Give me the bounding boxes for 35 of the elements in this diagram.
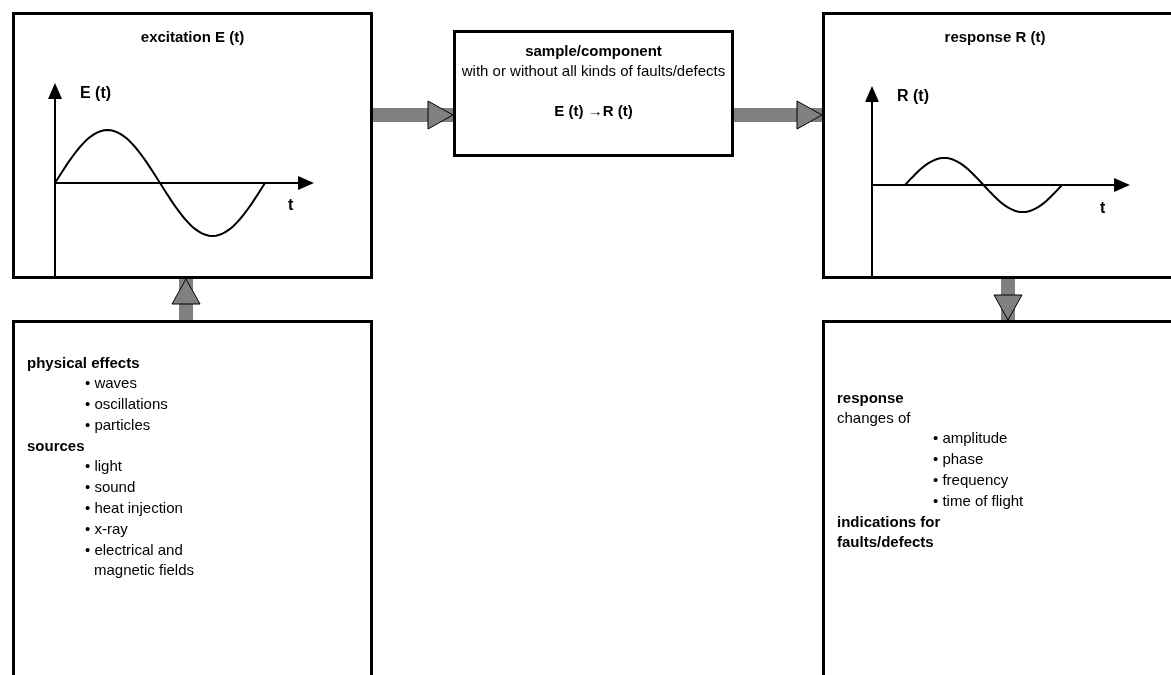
response-changes-box [822,320,1171,675]
block-arrow [734,100,823,130]
bullet-item: • x-ray [85,519,129,539]
bullet-item: • oscillations [85,394,169,414]
section-heading: indications for faults/defects [837,512,942,552]
bullet-item: • waves [85,373,138,393]
section-heading: sources [27,436,86,456]
bullet-item: • amplitude [933,428,1009,448]
bullet-item: • light [85,456,123,476]
excitation-box [12,12,373,279]
block-arrow [373,100,454,130]
axis-label: t [288,195,294,215]
formula-text: E (t) →R (t) [553,101,634,121]
axis-label: t [1100,198,1106,218]
sample-box [453,30,734,157]
response-box [822,12,1171,279]
source-box [12,320,373,675]
bullet-item: • sound [85,477,137,497]
block-arrow [993,279,1023,321]
bullet-item: • phase [933,449,985,469]
bullet-item: • frequency [933,470,1010,490]
bullet-item: • time of flight [933,491,1025,511]
block-arrow [171,278,201,320]
box-title: response R (t) [943,27,1047,47]
section-heading: response [837,388,905,408]
axis-label: E (t) [80,83,112,103]
axis-label: R (t) [897,86,929,106]
description-text: with or without all kinds of faults/defects [460,61,727,81]
section-heading: physical effects [27,353,141,373]
body-text: changes of [837,408,911,428]
bullet-item: • electrical and magnetic fields [85,540,196,580]
bullet-item: • particles [85,415,152,435]
box-title: sample/component [524,41,663,61]
box-title: excitation E (t) [139,27,246,47]
bullet-item: • heat injection [85,498,184,518]
